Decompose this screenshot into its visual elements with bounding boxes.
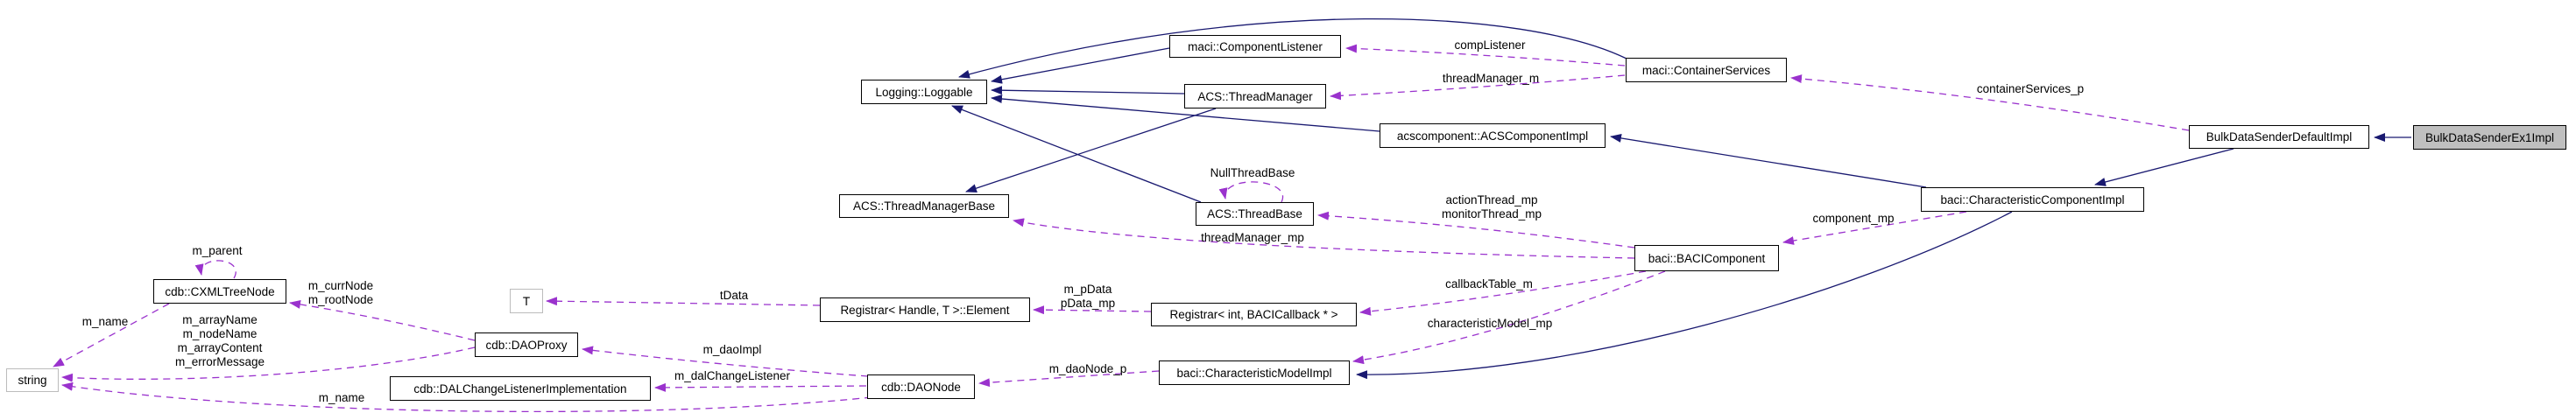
edge-char-component-to-char-model [1356,211,2013,380]
edge-m-dal-change-listener-member [654,382,867,392]
node-dal-change-listener-implementation[interactable]: cdb::DALChangeListenerImplementation [390,376,651,401]
edge-acs-component-to-loggable [991,94,1380,132]
edge-label-callback-table-m: callbackTable_m [1445,277,1533,290]
edge-char-component-to-acs-component [1610,134,1927,188]
edge-label-comp-listener: compListener [1454,38,1526,52]
node-string[interactable]: string [6,368,59,392]
edge-label-null-thread-base: NullThreadBase [1210,166,1295,179]
edge-cxml-m-name-member [53,303,170,368]
node-dao-node[interactable]: cdb::DAONode [867,374,975,399]
edge-container-services-to-loggable [958,18,1627,79]
node-loggable[interactable]: Logging::Loggable [861,80,987,104]
edge-thread-base-to-loggable [951,105,1202,203]
edge-default-to-char-component [2094,148,2234,186]
edge-label-m-parent: m_parent [192,244,243,257]
node-characteristic-component-impl[interactable]: baci::CharacteristicComponentImpl [1921,187,2144,212]
edge-label-m-name-dao-node: m_name [318,391,365,404]
edge-dao-proxy-strings-member [61,346,476,382]
edge-label-m-name-cxml: m_name [81,315,129,328]
edge-action-monitor-thread-member [1317,211,1635,248]
edge-tdata-member [546,297,821,306]
node-t[interactable]: T [510,289,543,313]
node-characteristic-model-impl[interactable]: baci::CharacteristicModelImpl [1159,360,1350,385]
node-bulk-data-sender-default-impl[interactable]: BulkDataSenderDefaultImpl [2189,125,2369,149]
node-registrar-element[interactable]: Registrar< Handle, T >::Element [820,298,1030,322]
edge-thread-manager-mp-member [1013,218,1635,259]
edge-label-m-dal-change-listener: m_dalChangeListener [674,369,791,382]
edge-component-mp-member [1782,211,1967,245]
node-bulk-data-sender-ex1-impl[interactable]: BulkDataSenderEx1Impl [2413,125,2566,150]
edge-curr-root-node-member [289,299,476,341]
edge-label-m-dao-node-p: m_daoNode_p [1048,362,1127,375]
edge-dao-node-m-name-member [61,382,872,413]
edge-m-dao-node-p-member [978,370,1160,388]
edge-callback-table-member [1359,270,1647,316]
edge-label-container-services-p: containerServices_p [1976,82,2085,95]
edge-m-dao-impl-member [582,346,869,377]
edge-label-m-dao-impl: m_daoImpl [702,343,762,356]
node-component-listener[interactable]: maci::ComponentListener [1169,35,1341,58]
edge-m-parent-self [194,260,236,279]
node-baci-component[interactable]: baci::BACIComponent [1634,245,1779,271]
node-cxml-tree-node[interactable]: cdb::CXMLTreeNode [153,279,286,304]
edge-label-characteristic-model-mp: characteristicModel_mp [1427,317,1553,330]
edge-label-action-monitor-thread: actionThread_mp monitorThread_mp [1441,193,1542,220]
node-thread-manager[interactable]: ACS::ThreadManager [1184,84,1326,108]
edge-label-dao-proxy-strings: m_arrayName m_nodeName m_arrayContent m_… [174,313,265,368]
edge-comp-listener-member [1345,44,1626,66]
edge-thread-manager-to-loggable [991,86,1185,95]
edge-label-thread-manager-mp: threadManager_mp [1201,231,1304,244]
edge-label-curr-root-node: m_currNode m_rootNode [307,279,374,306]
node-thread-base[interactable]: ACS::ThreadBase [1196,202,1314,226]
edge-null-thread-base-self [1218,181,1284,203]
edge-label-tdata: tData [719,289,749,302]
node-registrar-int-bacicallback[interactable]: Registrar< int, BACICallback * > [1151,303,1357,326]
node-dao-proxy[interactable]: cdb::DAOProxy [475,332,578,357]
node-thread-manager-base[interactable]: ACS::ThreadManagerBase [839,194,1009,218]
edge-characteristic-model-mp-member [1352,270,1666,365]
edge-label-thread-manager-m: threadManager_m [1442,72,1540,85]
node-acs-component-impl[interactable]: acscomponent::ACSComponentImpl [1380,123,1606,148]
edge-container-services-p-member [1790,74,2190,131]
node-container-services[interactable]: maci::ContainerServices [1626,58,1787,82]
edge-component-listener-to-loggable [991,47,1170,84]
edge-label-component-mp: component_mp [1812,212,1895,225]
edge-label-m-pdata: m_pData pData_mp [1060,283,1116,310]
edge-thread-manager-to-thread-manager-base [965,108,1217,192]
